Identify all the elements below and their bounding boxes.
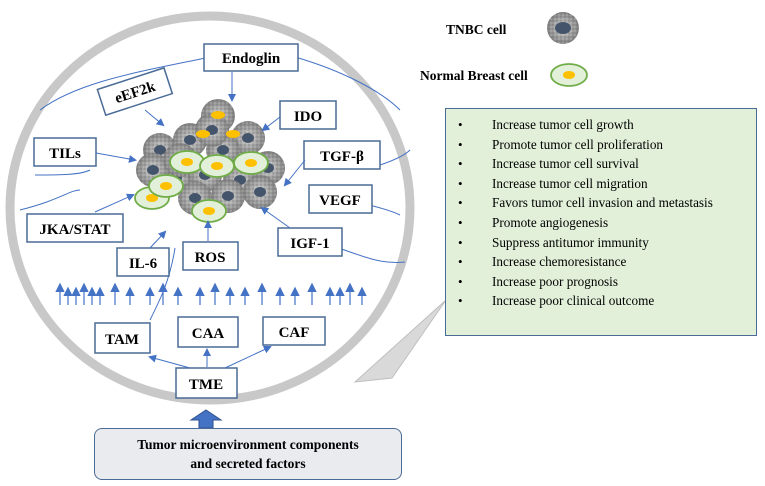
normal-cell-icon — [191, 199, 227, 223]
effect-item: Suppress antitumor immunity — [456, 233, 748, 253]
svg-text:CAA: CAA — [192, 326, 225, 342]
normal-legend-cell-icon — [550, 63, 588, 87]
vegf-box: VEGF — [308, 184, 373, 214]
il6-box: IL-6 — [116, 247, 170, 277]
effect-item: Increase tumor cell migration — [456, 174, 748, 194]
svg-text:TILs: TILs — [49, 146, 81, 162]
tnbc-legend-label: TNBC cell — [446, 22, 507, 37]
ido-box: IDO — [279, 100, 337, 130]
normal-cell-icon — [199, 154, 235, 178]
eef2k-box: eEF2k — [96, 66, 174, 117]
up-arrow-icon — [189, 409, 223, 429]
caption-line-1: Tumor microenvironment components — [137, 437, 359, 452]
effect-item: Increase tumor cell growth — [456, 115, 748, 135]
svg-text:TME: TME — [189, 377, 223, 393]
normal-cell-icon — [169, 150, 205, 174]
tnbc-legend-cell-icon — [547, 12, 579, 44]
effect-item: Increase poor prognosis — [456, 272, 748, 292]
nucleus-icon — [211, 111, 225, 119]
tils-box: TILs — [33, 137, 97, 167]
normal-cell-icon — [233, 151, 269, 175]
tme-arrows — [148, 345, 272, 369]
svg-text:IGF-1: IGF-1 — [290, 236, 329, 252]
svg-text:CAF: CAF — [279, 325, 310, 341]
tme-box: TME — [175, 367, 238, 399]
factor-arrows — [94, 72, 306, 249]
normal-cell-icon — [148, 174, 184, 198]
effects-list: Increase tumor cell growthPromote tumor … — [456, 115, 748, 311]
igf1-box: IGF-1 — [277, 227, 343, 257]
nucleus-icon — [196, 130, 210, 138]
svg-text:IL-6: IL-6 — [129, 256, 158, 272]
effect-item: Increase chemoresistance — [456, 252, 748, 272]
tam-box: TAM — [94, 322, 151, 354]
secreted-factor-arrows — [55, 282, 367, 305]
effects-panel: Increase tumor cell growthPromote tumor … — [445, 108, 757, 336]
svg-text:TGF-β: TGF-β — [320, 149, 364, 165]
svg-text:ROS: ROS — [195, 250, 226, 266]
jka-stat-box: JKA/STAT — [26, 213, 124, 243]
bottom-caption-box: Tumor microenvironment components and se… — [94, 428, 402, 480]
effect-item: Favors tumor cell invasion and metastasi… — [456, 193, 748, 213]
tumor-microenvironment-ring — [5, 11, 415, 405]
tgfb-box: TGF-β — [303, 140, 381, 170]
svg-text:VEGF: VEGF — [319, 193, 361, 209]
caption-line-2: and secreted factors — [190, 456, 306, 471]
tnbc-cell-icon — [195, 113, 229, 147]
caf-box: CAF — [262, 316, 326, 346]
svg-text:JKA/STAT: JKA/STAT — [39, 222, 110, 238]
ros-box: ROS — [182, 241, 239, 271]
caa-box: CAA — [177, 316, 239, 348]
effect-item: Promote angiogenesis — [456, 213, 748, 233]
callout-wedge — [353, 299, 447, 383]
normal-legend-label: Normal Breast cell — [420, 68, 528, 83]
svg-text:IDO: IDO — [294, 109, 322, 125]
endoglin-box: Endoglin — [203, 43, 299, 72]
effect-item: Promote tumor cell proliferation — [456, 135, 748, 155]
effect-item: Increase tumor cell survival — [456, 154, 748, 174]
tumor-cluster — [134, 99, 285, 223]
tnbc-cell-icon — [243, 175, 277, 209]
effect-item: Increase poor clinical outcome — [456, 291, 748, 311]
svg-text:TAM: TAM — [105, 332, 139, 348]
nucleus-icon — [226, 130, 240, 138]
svg-text:Endoglin: Endoglin — [222, 51, 281, 67]
